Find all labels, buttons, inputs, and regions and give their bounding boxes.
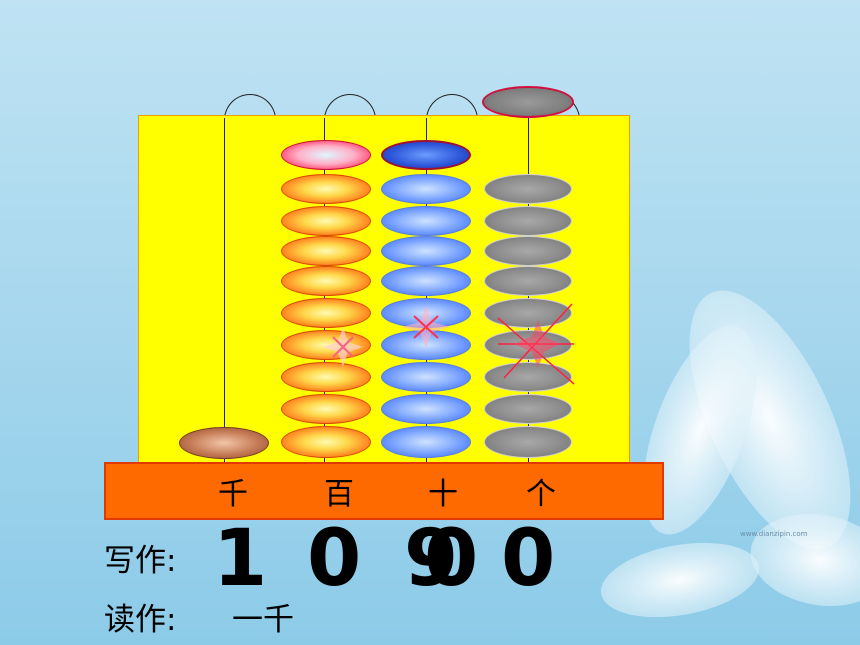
bead-tens bbox=[381, 362, 471, 392]
bead-ones bbox=[484, 174, 572, 204]
write-digit-tens: 0 bbox=[424, 514, 479, 604]
bead-hundreds bbox=[281, 266, 371, 296]
abacus-base-bar: 千 百 十 个 bbox=[104, 462, 664, 520]
bead-tens bbox=[381, 236, 471, 266]
carry-cross-ones bbox=[497, 303, 575, 385]
place-label-thousands: 千 bbox=[218, 477, 248, 512]
bead-ones bbox=[484, 426, 572, 458]
bead-hundreds bbox=[281, 236, 371, 266]
bead-tens bbox=[381, 426, 471, 458]
bead-tens bbox=[381, 394, 471, 424]
watermark-text: www.dianzipin.com bbox=[740, 530, 808, 538]
bead-hundreds-top bbox=[281, 140, 371, 170]
bead-ones bbox=[484, 394, 572, 424]
read-value: 一千 bbox=[232, 602, 294, 638]
carry-cross-hundreds bbox=[323, 327, 363, 367]
write-digit-tens-old: 9 bbox=[404, 514, 459, 604]
place-label-hundreds: 百 bbox=[324, 477, 354, 512]
bead-hundreds bbox=[281, 426, 371, 458]
carry-cross-tens bbox=[402, 306, 450, 348]
bead-ones bbox=[484, 266, 572, 296]
write-digit-hundreds: 0 bbox=[307, 514, 362, 604]
write-label: 写作: bbox=[104, 543, 177, 579]
write-digit-ones: 0 bbox=[501, 514, 556, 604]
place-label-tens: 十 bbox=[428, 477, 458, 512]
bead-tens bbox=[381, 206, 471, 236]
rod-thousands bbox=[224, 118, 225, 466]
bead-ones bbox=[484, 298, 572, 328]
bead-hundreds bbox=[281, 394, 371, 424]
bead-ones-top bbox=[482, 86, 574, 118]
write-digit-thousands: 1 bbox=[213, 514, 268, 604]
bead-tens-top bbox=[381, 140, 471, 170]
bead-hundreds bbox=[281, 362, 371, 392]
bead-ones bbox=[484, 362, 572, 392]
place-label-ones: 个 bbox=[526, 477, 556, 512]
bead-hundreds bbox=[281, 298, 371, 328]
bead-ones bbox=[484, 236, 572, 266]
bead-hundreds bbox=[281, 206, 371, 236]
bead-hundreds bbox=[281, 174, 371, 204]
read-label: 读作: bbox=[104, 602, 177, 638]
bead-thousands bbox=[179, 427, 269, 459]
bead-tens bbox=[381, 174, 471, 204]
bead-ones bbox=[484, 206, 572, 236]
bead-tens bbox=[381, 266, 471, 296]
